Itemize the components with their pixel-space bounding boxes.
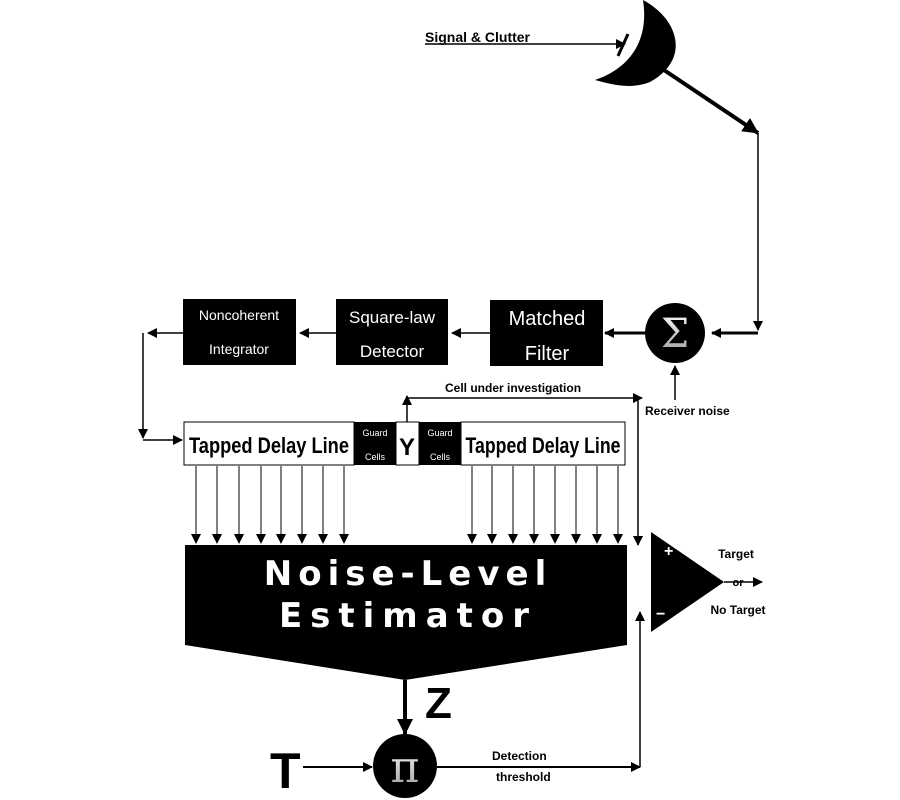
multiplier-block xyxy=(373,734,437,798)
antenna-icon xyxy=(595,0,676,86)
tapped-delay-line: Tapped Delay Line Guard Cells Y Guard Ce… xyxy=(183,421,626,466)
square-law-label-line2: Detector xyxy=(360,342,425,361)
receiver-noise-label: Receiver noise xyxy=(645,404,730,418)
guard-cells-right xyxy=(419,422,461,465)
guard-right-line2: Cells xyxy=(430,452,451,462)
cell-y-label: Y xyxy=(399,434,415,461)
guard-left-line1: Guard xyxy=(362,428,387,438)
sigma-symbol: Σ xyxy=(661,311,689,357)
guard-right-line1: Guard xyxy=(427,428,452,438)
square-law-label-line1: Square-law xyxy=(349,308,436,327)
delay-line-right-label: Tapped Delay Line xyxy=(466,433,621,458)
square-law-detector-block xyxy=(336,299,448,365)
pi-symbol: π xyxy=(391,742,420,793)
antenna-output-arrow xyxy=(656,64,760,135)
comparator-block xyxy=(651,532,724,632)
noise-level-estimator-block xyxy=(185,545,627,680)
plus-sign: + xyxy=(664,543,673,560)
guard-left-line2: Cells xyxy=(365,452,386,462)
matched-filter-label-line1: Matched xyxy=(509,308,586,330)
matched-filter-block xyxy=(490,300,603,366)
input-label: Signal & Clutter xyxy=(425,29,531,45)
summer-block: Σ xyxy=(645,303,705,363)
z-label: Z xyxy=(425,679,452,728)
matched-filter-label-line2: Filter xyxy=(525,343,570,365)
output-or: or xyxy=(733,577,745,589)
noncoherent-integrator-block xyxy=(183,299,296,365)
delay-line-left-label: Tapped Delay Line xyxy=(189,433,349,458)
output-target: Target xyxy=(718,547,754,561)
guard-cells-left xyxy=(354,422,396,465)
t-label: T xyxy=(270,743,301,799)
estimator-label-line1: Noise-Level xyxy=(264,554,552,594)
tap-arrows xyxy=(191,466,623,544)
threshold-label-line2: threshold xyxy=(496,770,551,784)
integrator-label-line1: Noncoherent xyxy=(199,307,279,323)
cut-label: Cell under investigation xyxy=(445,381,581,395)
output-no-target: No Target xyxy=(710,603,765,617)
threshold-label-line1: Detection xyxy=(492,749,547,763)
minus-sign: − xyxy=(656,606,665,623)
estimator-label-line2: Estimator xyxy=(279,596,537,636)
integrator-label-line2: Integrator xyxy=(209,341,269,357)
